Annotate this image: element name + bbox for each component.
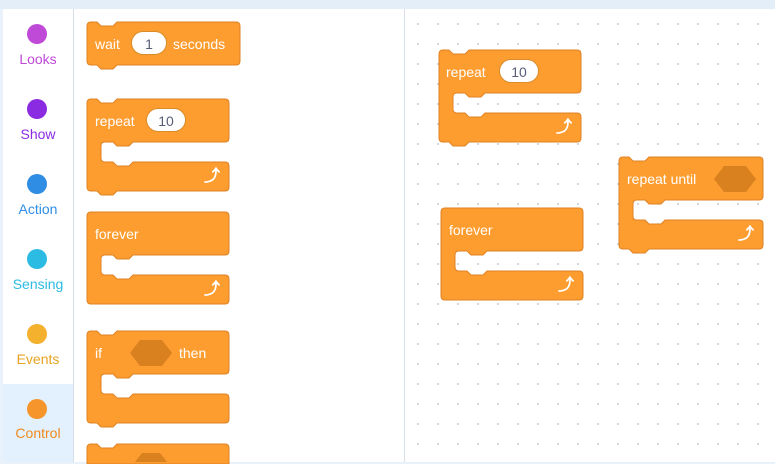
loop-arrow-icon: ⤴ [558,277,575,294]
block-label: forever [449,222,493,238]
block-label: then [179,345,207,361]
repeat-block[interactable]: repeat 10 ⤴ [438,49,582,147]
block-label: seconds [173,36,226,52]
block-label: repeat until [627,171,697,187]
block-palette: wait 1 seconds repeat 10 ⤴ forever ⤴ if … [74,9,405,464]
category-sensing[interactable]: Sensing [3,234,73,309]
category-looks[interactable]: Looks [3,9,73,84]
category-label: Events [16,351,60,367]
block-label: wait [95,36,120,52]
block-label: if [95,345,102,361]
category-show[interactable]: Show [3,84,73,159]
condition-slot[interactable] [714,166,756,192]
block-label: forever [95,226,139,242]
repeat-count-input[interactable]: 10 [146,108,186,132]
block-label: repeat [446,64,486,80]
control-dot-icon [27,399,47,419]
category-action[interactable]: Action [3,159,73,234]
sensing-dot-icon [27,249,47,269]
condition-slot[interactable] [130,340,172,366]
if-then-block[interactable]: if then [86,330,230,428]
action-dot-icon [27,174,47,194]
category-label: Looks [19,51,57,67]
loop-arrow-icon: ⤴ [738,226,755,243]
forever-block[interactable]: forever ⤴ [440,207,584,305]
repeat-block[interactable]: repeat 10 ⤴ [86,98,230,196]
category-events[interactable]: Events [3,309,73,384]
loop-arrow-icon: ⤴ [556,119,573,136]
events-dot-icon [27,324,47,344]
loop-arrow-icon: ⤴ [204,281,221,298]
category-label: Sensing [12,276,64,292]
script-workspace[interactable]: repeat 10 ⤴ forever ⤴ repeat until ⤴ [405,9,775,462]
category-label: Action [18,201,58,217]
show-dot-icon [27,99,47,119]
repeat-until-block[interactable]: repeat until ⤴ [618,156,764,254]
forever-block[interactable]: forever ⤴ [86,211,230,309]
if-else-block-partial[interactable] [86,443,230,464]
wait-block[interactable]: wait 1 seconds [86,21,241,70]
window-frame [0,0,775,9]
repeat-count-input[interactable]: 10 [499,59,539,83]
category-menu: Looks Show Action Sensing Events Control [3,9,74,462]
loop-arrow-icon: ⤴ [204,168,221,185]
looks-dot-icon [27,24,47,44]
category-label: Show [20,126,56,142]
block-label: repeat [95,113,135,129]
category-control[interactable]: Control [3,384,73,462]
category-label: Control [15,425,61,441]
seconds-input[interactable]: 1 [131,31,167,55]
